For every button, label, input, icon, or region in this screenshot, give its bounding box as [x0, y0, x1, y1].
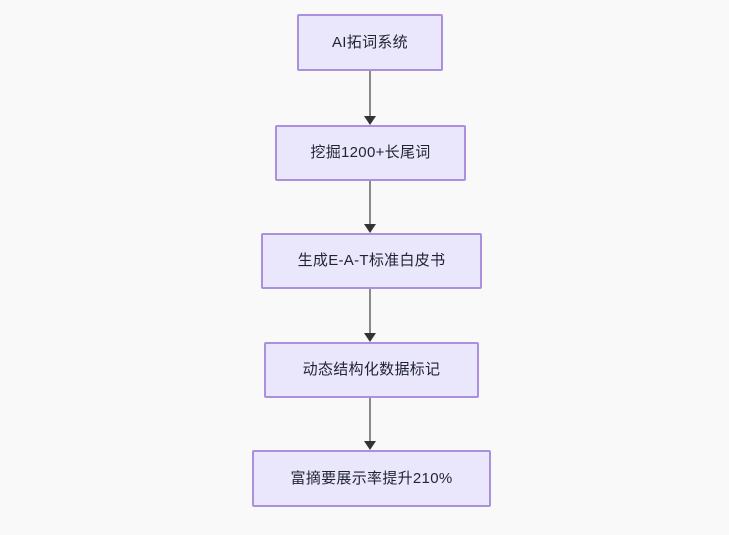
connector-line [369, 181, 371, 225]
flow-node-rich-snippet-impression-lift[interactable]: 富摘要展示率提升210% [252, 450, 491, 507]
arrowhead-down-icon [364, 441, 376, 450]
arrowhead-down-icon [364, 224, 376, 233]
flow-node-ai-keyword-system[interactable]: AI拓词系统 [297, 14, 443, 71]
flow-connector-1-2 [360, 71, 380, 125]
flow-node-label: 动态结构化数据标记 [302, 361, 441, 378]
flow-connector-4-5 [360, 398, 380, 450]
flow-node-generate-eat-whitepaper[interactable]: 生成E-A-T标准白皮书 [261, 233, 482, 289]
arrowhead-down-icon [364, 116, 376, 125]
connector-line [369, 289, 371, 334]
flow-connector-3-4 [360, 289, 380, 342]
flow-node-mine-longtail-keywords[interactable]: 挖掘1200+长尾词 [275, 125, 466, 181]
flow-node-label: 挖掘1200+长尾词 [310, 144, 431, 161]
flow-node-dynamic-structured-data-markup[interactable]: 动态结构化数据标记 [264, 342, 479, 398]
connector-line [369, 71, 371, 117]
flow-node-label: AI拓词系统 [332, 33, 408, 51]
connector-line [369, 398, 371, 442]
flow-node-label: 富摘要展示率提升210% [290, 469, 453, 487]
flow-node-label: 生成E-A-T标准白皮书 [297, 252, 446, 269]
flow-connector-2-3 [360, 181, 380, 233]
arrowhead-down-icon [364, 333, 376, 342]
